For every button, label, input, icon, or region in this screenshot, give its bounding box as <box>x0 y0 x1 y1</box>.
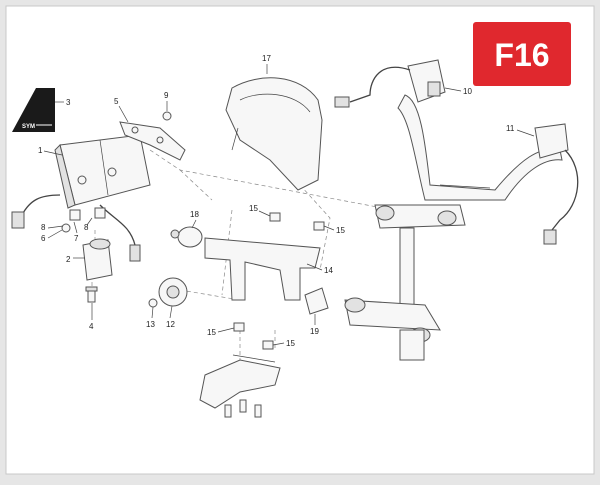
headlight-bracket <box>204 237 321 301</box>
label-part-2: 2 <box>66 255 71 264</box>
label-part-1: 1 <box>38 146 43 155</box>
lower-bracket <box>199 354 281 418</box>
label-part-17: 17 <box>262 54 271 63</box>
rubber-mount <box>304 287 329 315</box>
label-part-5: 5 <box>114 97 119 106</box>
left-switch-connector <box>334 96 350 108</box>
section-badge: F16 <box>473 22 571 86</box>
grommets <box>61 207 106 233</box>
label-part-8a: 8 <box>41 223 46 232</box>
label-part-18: 18 <box>190 210 199 219</box>
label-part-4: 4 <box>89 322 94 331</box>
nuts <box>233 212 325 350</box>
bracket-screw <box>162 111 172 121</box>
instrument-cluster <box>54 134 151 209</box>
part-labels: 3 1 2 4 5 6 7 8 8 9 10 11 12 13 14 15 15… <box>38 54 515 348</box>
windscreen <box>225 77 323 191</box>
label-part-11: 11 <box>506 124 515 133</box>
label-part-12: 12 <box>166 320 175 329</box>
label-part-15b: 15 <box>336 226 345 235</box>
label-part-13: 13 <box>146 320 155 329</box>
label-part-3: 3 <box>66 98 71 107</box>
left-switch-wire <box>349 66 411 103</box>
label-part-8b: 8 <box>84 223 89 232</box>
label-part-10: 10 <box>463 87 472 96</box>
horn <box>148 277 188 308</box>
label-part-9: 9 <box>164 91 169 100</box>
label-part-15d: 15 <box>286 339 295 348</box>
decal-part: SYM <box>12 88 55 132</box>
label-part-15c: 15 <box>207 328 216 337</box>
label-part-6: 6 <box>41 234 46 243</box>
horn-bracket-mount <box>170 226 203 248</box>
right-switch-wire <box>551 149 579 231</box>
cluster-bracket <box>119 121 186 161</box>
right-switch <box>534 123 569 159</box>
steering-stem <box>344 204 466 361</box>
cluster-connector-right <box>129 244 141 262</box>
cluster-connector-left <box>11 211 25 229</box>
right-switch-connector <box>543 229 557 245</box>
decal-logo-text: SYM <box>22 124 35 130</box>
section-badge-text: F16 <box>494 37 549 73</box>
left-switch <box>407 59 446 103</box>
ignition-switch <box>82 238 113 281</box>
label-part-15a: 15 <box>249 204 258 213</box>
callout-lines <box>43 64 535 346</box>
label-part-14: 14 <box>324 266 333 275</box>
label-part-19: 19 <box>310 327 319 336</box>
label-part-7: 7 <box>74 234 79 243</box>
ignition-bolt <box>85 286 98 303</box>
